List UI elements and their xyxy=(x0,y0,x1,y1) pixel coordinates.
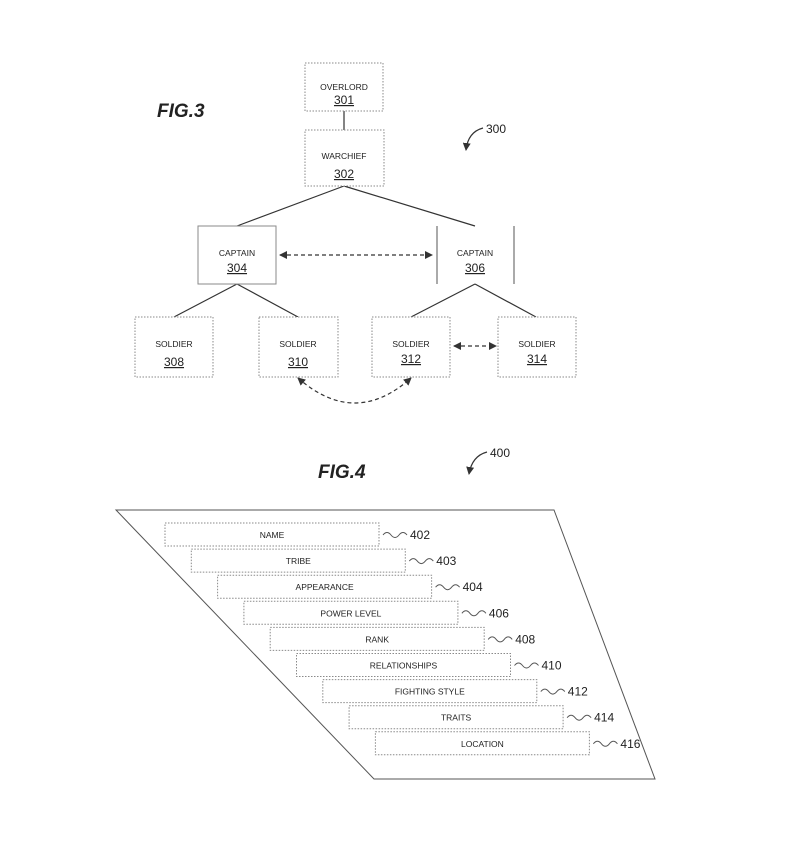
fig3-ref-label: 300 xyxy=(486,122,506,136)
field-relationships-ref: 410 xyxy=(542,659,562,673)
link-warchief-captain-306 xyxy=(343,185,476,227)
node-overlord: OVERLORD 301 xyxy=(304,62,384,112)
field-relationships-box xyxy=(296,653,511,677)
link-captain-306-soldier-312 xyxy=(410,283,476,318)
node-soldier-310-number: 310 xyxy=(288,355,308,369)
field-location-label: LOCATION xyxy=(461,739,504,749)
node-soldier-310: SOLDIER 310 xyxy=(258,316,339,378)
fig3-ref-arrow xyxy=(462,127,484,151)
field-tribe-label: TRIBE xyxy=(286,556,311,566)
field-name-ref: 402 xyxy=(410,528,430,542)
field-tribe-box xyxy=(190,548,406,573)
node-soldier-314: SOLDIER 314 xyxy=(497,316,577,378)
field-appearance-ref: 404 xyxy=(463,580,483,594)
node-soldier-312-label: SOLDIER xyxy=(392,339,429,349)
field-tribe-leader xyxy=(408,558,434,565)
field-location-box xyxy=(374,731,590,756)
node-soldier-312: SOLDIER 312 xyxy=(371,316,451,378)
field-rank-ref: 408 xyxy=(515,632,535,646)
node-captain-304-number: 304 xyxy=(227,261,247,275)
node-overlord-label: OVERLORD xyxy=(320,82,368,92)
node-soldier-310-label: SOLDIER xyxy=(279,339,316,349)
field-name-box xyxy=(164,522,380,547)
node-soldier-312-number: 312 xyxy=(401,352,421,366)
field-name-leader xyxy=(382,532,408,538)
node-overlord-number: 301 xyxy=(334,93,354,107)
field-fighting-style-ref: 412 xyxy=(568,685,588,699)
node-soldier-308: SOLDIER 308 xyxy=(134,316,214,378)
link-captain-304-soldier-310 xyxy=(236,283,299,318)
field-fighting-style-leader xyxy=(540,688,566,695)
node-warchief-label: WARCHIEF xyxy=(321,151,366,161)
node-captain-306-label: CAPTAIN xyxy=(457,248,493,258)
field-tribe-ref: 403 xyxy=(436,554,456,568)
field-appearance-label: APPEARANCE xyxy=(296,582,354,592)
field-appearance-box xyxy=(217,574,433,599)
field-rank-box xyxy=(269,626,485,651)
field-traits-leader xyxy=(566,714,592,721)
record-parallelogram xyxy=(114,509,656,780)
fig4-ref-arrow xyxy=(466,451,488,475)
node-captain-306-number: 306 xyxy=(465,261,485,275)
fig3: FIG.3 300 OVERLORD 301 WARCHIEF 302 xyxy=(134,62,577,404)
field-power-level-ref: 406 xyxy=(489,606,509,620)
node-soldier-308-number: 308 xyxy=(164,355,184,369)
node-captain-306: CAPTAIN 306 xyxy=(436,226,515,284)
node-soldier-314-number: 314 xyxy=(527,352,547,366)
link-warchief-captain-304 xyxy=(236,185,345,227)
field-traits-ref: 414 xyxy=(594,711,614,725)
field-traits-box xyxy=(348,705,564,730)
field-fighting-style-box xyxy=(322,679,538,704)
field-power-level-label: POWER LEVEL xyxy=(320,608,381,618)
link-captain-304-soldier-308 xyxy=(173,283,238,318)
fig4-ref-label: 400 xyxy=(490,446,510,460)
field-power-level-box xyxy=(243,600,459,625)
field-relationships-label: RELATIONSHIPS xyxy=(370,661,438,671)
fig4-title: FIG.4 xyxy=(318,462,366,483)
field-location-ref: 416 xyxy=(620,737,640,751)
node-warchief: WARCHIEF 302 xyxy=(304,129,385,187)
field-relationships-leader xyxy=(514,662,539,669)
node-warchief-number: 302 xyxy=(334,167,354,181)
node-soldier-308-label: SOLDIER xyxy=(155,339,192,349)
field-rank-label: RANK xyxy=(365,634,389,644)
field-power-level-leader xyxy=(461,610,487,617)
link-captain-306-soldier-314 xyxy=(474,283,537,318)
field-fighting-style-label: FIGHTING STYLE xyxy=(395,687,465,697)
field-traits-label: TRAITS xyxy=(441,713,472,723)
field-appearance-leader xyxy=(435,584,460,591)
field-name-label: NAME xyxy=(260,530,285,540)
node-captain-304-label: CAPTAIN xyxy=(219,248,255,258)
node-captain-304: CAPTAIN 304 xyxy=(197,225,277,285)
fig3-title: FIG.3 xyxy=(157,101,205,122)
relationship-arrow-310-312 xyxy=(297,377,412,404)
field-location-leader xyxy=(593,740,618,747)
node-soldier-314-label: SOLDIER xyxy=(518,339,555,349)
field-rank-leader xyxy=(487,636,513,643)
